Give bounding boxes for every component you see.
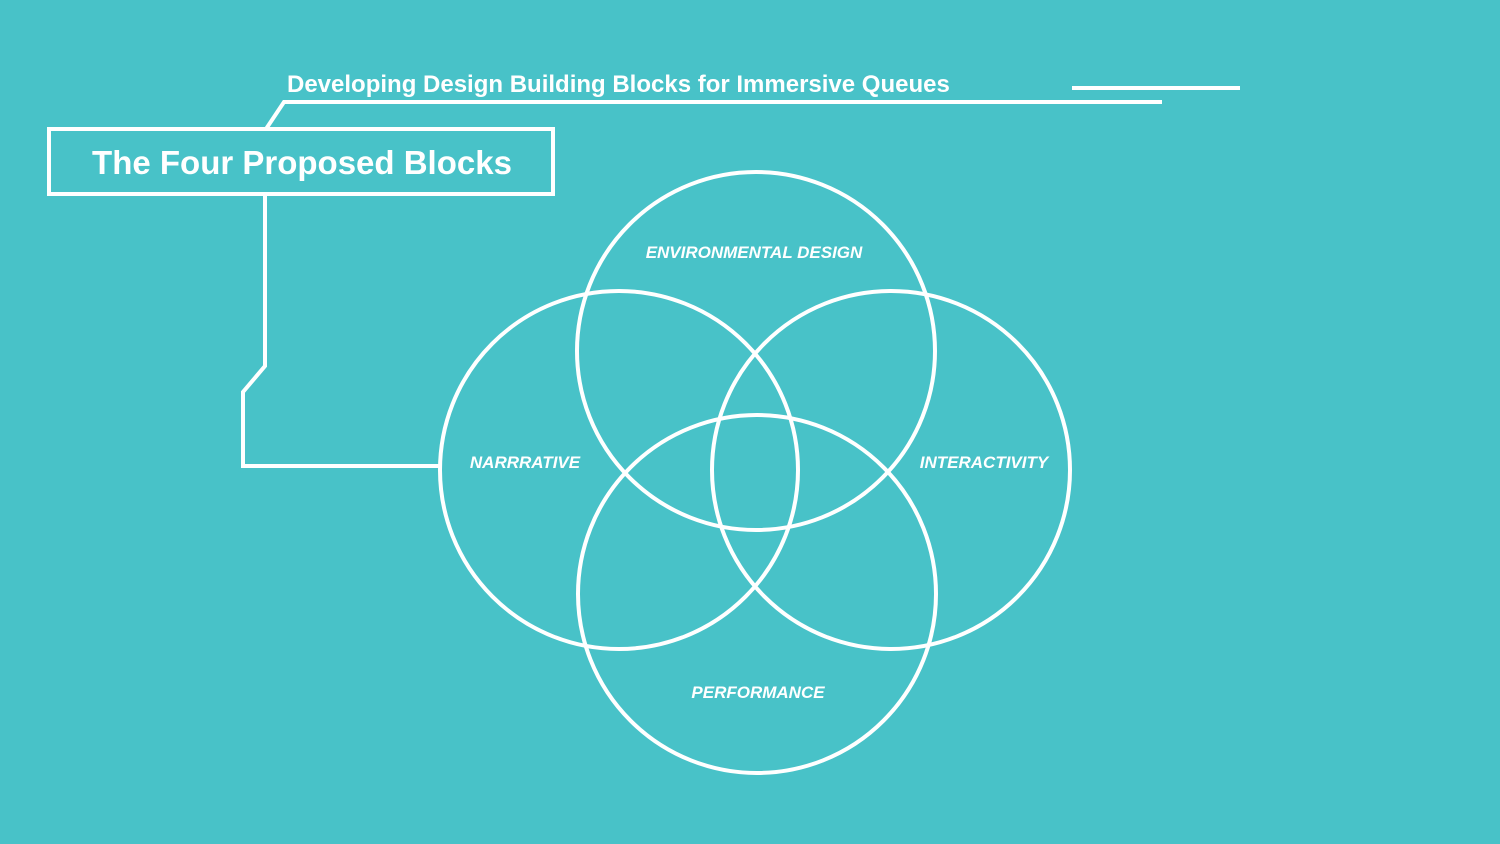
title-box — [47, 127, 555, 196]
venn-label-narrative: NARRRATIVE — [470, 453, 581, 472]
slide-subtitle: Developing Design Building Blocks for Im… — [287, 71, 950, 98]
venn-circle-interactivity — [710, 289, 1072, 651]
venn-label-environmental-design: ENVIRONMENTAL DESIGN — [646, 243, 863, 262]
venn-label-performance: PERFORMANCE — [691, 683, 825, 702]
venn-diagram: ENVIRONMENTAL DESIGN NARRRATIVE INTERACT… — [438, 170, 1072, 775]
venn-circle-environmental-design — [575, 170, 937, 532]
header-rule-long — [264, 100, 1162, 131]
title-connector-line — [241, 194, 440, 468]
venn-circle-narrative — [438, 289, 800, 651]
slide-title: The Four Proposed Blocks — [92, 144, 512, 181]
venn-circle-performance — [576, 413, 938, 775]
venn-label-interactivity: INTERACTIVITY — [920, 453, 1050, 472]
